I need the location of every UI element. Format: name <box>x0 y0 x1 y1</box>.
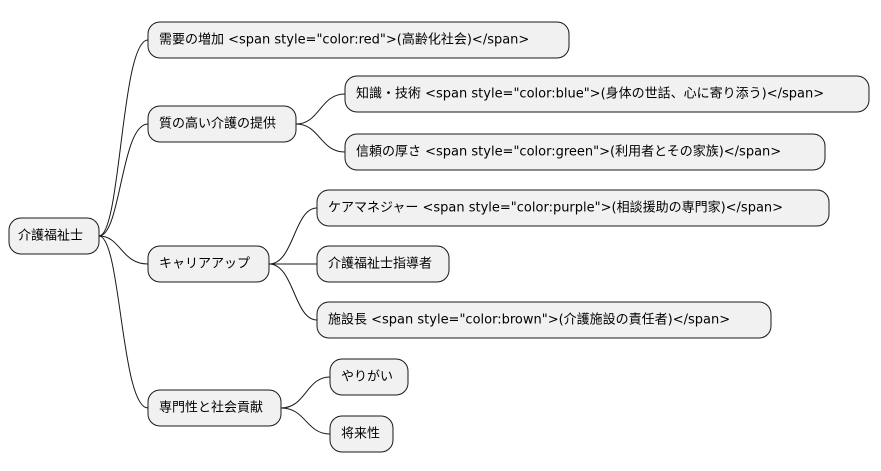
node-career-up-label: キャリアアップ <box>159 257 250 272</box>
root-node-label: 介護福祉士 <box>18 228 83 244</box>
node-knowledge-skill: 知識・技術 <span style="color:blue">(身体の世話、心に… <box>344 75 870 113</box>
node-rewarding-label: やりがい <box>341 370 393 385</box>
node-facility-director: 施設長 <span style="color:brown">(介護施設の責任者)… <box>316 301 772 339</box>
node-career-up: キャリアアップ <box>147 245 270 283</box>
edge-root-to-expertise <box>98 235 149 409</box>
edge-career-to-director <box>268 263 318 321</box>
node-quality-care: 質の高い介護の提供 <box>147 105 297 143</box>
edge-expertise-to-rewarding <box>280 376 331 409</box>
node-expertise: 専門性と社会貢献 <box>147 389 282 427</box>
node-trust-label: 信頼の厚さ <span style="color:green">(利用者とその家… <box>356 144 781 160</box>
node-future-label: 将来性 <box>341 427 380 442</box>
node-expertise-label: 専門性と社会貢献 <box>159 400 263 416</box>
node-quality-care-label: 質の高い介護の提供 <box>159 116 276 132</box>
edge-quality-to-trust <box>295 123 346 153</box>
node-knowledge-skill-label: 知識・技術 <span style="color:blue">(身体の世話、心に… <box>356 86 824 102</box>
edge-expertise-to-future <box>280 407 331 435</box>
root-node: 介護福祉士 <box>8 217 100 255</box>
edge-root-to-quality <box>98 123 149 237</box>
edge-root-to-demand <box>98 39 149 237</box>
edges <box>98 39 346 435</box>
node-care-manager: ケアマネジャー <span style="color:purple">(相談援助… <box>316 189 830 227</box>
edge-quality-to-knowledge <box>295 93 346 125</box>
edge-career-to-caremanager <box>268 207 318 265</box>
node-trust: 信頼の厚さ <span style="color:green">(利用者とその家… <box>344 133 826 171</box>
node-care-manager-label: ケアマネジャー <span style="color:purple">(相談援助… <box>328 200 783 216</box>
node-rewarding: やりがい <box>329 358 409 396</box>
node-facility-director-label: 施設長 <span style="color:brown">(介護施設の責任者)… <box>328 312 730 328</box>
node-demand-increase: 需要の増加 <span style="color:red">(高齢化社会)</s… <box>147 21 570 59</box>
node-instructor-label: 介護福祉士指導者 <box>328 256 432 272</box>
node-future: 将来性 <box>329 415 394 453</box>
node-demand-increase-label: 需要の増加 <span style="color:red">(高齢化社会)</s… <box>159 32 529 48</box>
node-instructor: 介護福祉士指導者 <box>316 245 450 283</box>
edge-root-to-career <box>98 235 149 265</box>
